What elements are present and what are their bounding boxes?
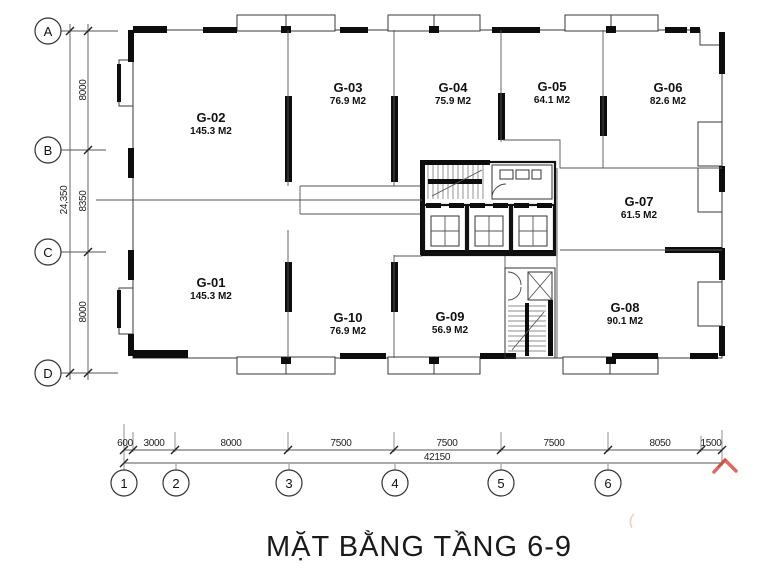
vertical-dimension-chain: 24,350 8000 8350 8000 — [59, 24, 422, 380]
balcony — [236, 356, 287, 375]
balcony — [610, 14, 659, 32]
unit-g07-area: 61.5 M2 — [621, 210, 658, 221]
grid-bubble-d-label: D — [43, 366, 52, 381]
grid-bubble-c — [34, 238, 62, 266]
grid-bubble-3 — [275, 469, 303, 497]
dim-h-seg-6: 8050 — [649, 438, 671, 449]
balcony — [285, 356, 336, 375]
core-stair-elevators — [420, 160, 557, 257]
column-grid-bubbles: 1 2 3 4 5 6 — [110, 469, 622, 497]
stair-landing-rail — [428, 179, 482, 184]
unit-labels: G-01 145.3 M2 G-02 145.3 M2 G-03 76.9 M2… — [190, 79, 686, 337]
dim-h-seg-7: 1500 — [700, 438, 722, 449]
dim-h-seg-0: 600 — [117, 438, 134, 449]
grid-bubble-6 — [594, 469, 622, 497]
loggia — [697, 121, 723, 167]
dim-v-seg-1: 8350 — [78, 190, 89, 212]
left-bay-window-top — [118, 59, 134, 107]
dim-h-seg-5: 7500 — [543, 438, 565, 449]
unit-g08-area: 90.1 M2 — [607, 316, 644, 327]
balcony — [236, 14, 287, 32]
grid-bubble-a-label: A — [44, 24, 53, 39]
unit-g09-area: 56.9 M2 — [432, 325, 469, 336]
red-faint-stroke — [629, 513, 635, 529]
unit-g01-area: 145.3 M2 — [190, 291, 232, 302]
shaft-box — [527, 271, 553, 301]
unit-g02-label: G-02 — [197, 110, 226, 125]
stair-rail — [525, 303, 529, 356]
dim-v-seg-0: 8000 — [78, 79, 89, 101]
structural-walls — [117, 26, 725, 364]
building-outline — [117, 14, 725, 375]
grid-bubble-a — [34, 17, 62, 45]
grid-bubble-4 — [381, 469, 409, 497]
unit-g01-label: G-01 — [197, 275, 226, 290]
unit-g03-label: G-03 — [334, 80, 363, 95]
balcony — [609, 356, 659, 375]
stair-direction-arrow — [511, 311, 545, 351]
drawing-title: MẶT BẰNG TẦNG 6-9 — [266, 529, 572, 563]
row-grid-bubbles: A B C D — [34, 17, 62, 387]
core-service-room — [491, 164, 553, 200]
grid-bubble-3-label: 3 — [285, 476, 292, 491]
grid-bubble-5-label: 5 — [497, 476, 504, 491]
unit-g08-label: G-08 — [611, 300, 640, 315]
unit-g09-label: G-09 — [436, 309, 465, 324]
dim-v-seg-2: 8000 — [78, 301, 89, 323]
red-annotations — [629, 458, 738, 529]
grid-bubble-b — [34, 136, 62, 164]
unit-g10-area: 76.9 M2 — [330, 326, 367, 337]
dim-v-total: 24,350 — [59, 185, 70, 215]
secondary-staircase — [504, 267, 556, 359]
balcony — [564, 14, 612, 32]
unit-g06-area: 82.6 M2 — [650, 96, 687, 107]
grid-bubble-4-label: 4 — [391, 476, 398, 491]
loggia — [697, 167, 723, 213]
unit-g02-area: 145.3 M2 — [190, 126, 232, 137]
unit-g04-label: G-04 — [439, 80, 469, 95]
left-bay-window-bottom — [118, 287, 134, 335]
unit-g04-area: 75.9 M2 — [435, 96, 472, 107]
dim-h-seg-4: 7500 — [436, 438, 458, 449]
red-check-mark — [712, 458, 738, 474]
stair-direction-arrow — [431, 169, 483, 197]
horizontal-dimension-chain: 600 3000 8000 7500 7500 7500 8050 1500 4… — [117, 424, 727, 470]
grid-bubble-6-label: 6 — [604, 476, 611, 491]
balcony — [562, 356, 611, 375]
unit-g05-label: G-05 — [538, 79, 567, 94]
grid-bubble-c-label: C — [43, 245, 52, 260]
dim-h-seg-1: 3000 — [143, 438, 165, 449]
balcony — [285, 14, 336, 32]
balcony — [433, 14, 481, 32]
dim-h-seg-3: 7500 — [330, 438, 352, 449]
elevator-shafts — [422, 203, 556, 255]
unit-g07-label: G-07 — [625, 194, 654, 209]
loggia — [697, 281, 723, 327]
unit-g06-label: G-06 — [654, 80, 683, 95]
grid-bubble-b-label: B — [44, 143, 53, 158]
grid-bubble-2-label: 2 — [172, 476, 179, 491]
unit-g05-area: 64.1 M2 — [534, 95, 571, 106]
grid-bubble-1-label: 1 — [120, 476, 127, 491]
dim-h-seg-2: 8000 — [220, 438, 242, 449]
interior-partitions — [287, 30, 722, 358]
grid-bubble-d — [34, 359, 62, 387]
balcony — [433, 356, 481, 375]
unit-g03-area: 76.9 M2 — [330, 96, 367, 107]
balcony — [387, 356, 435, 375]
dim-h-total: 42150 — [424, 452, 451, 463]
balcony — [387, 14, 435, 32]
grid-bubble-5 — [487, 469, 515, 497]
unit-g10-label: G-10 — [334, 310, 363, 325]
grid-bubble-2 — [162, 469, 190, 497]
grid-bubble-1 — [110, 469, 138, 497]
